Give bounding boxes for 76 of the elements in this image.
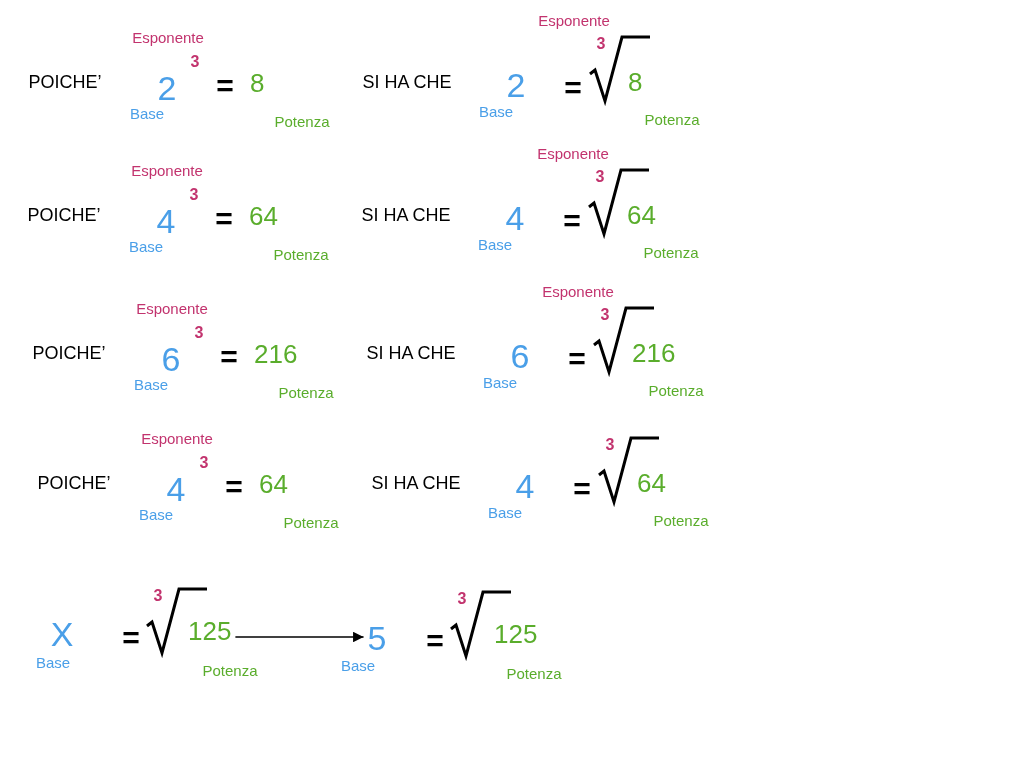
base-number: 2 [506,68,526,102]
base-number: 2 [157,71,177,105]
exponent-label: Esponente [131,162,203,178]
statement-text: POICHE’ [27,206,101,224]
root-index: 3 [595,169,605,185]
base-label: Base [487,504,523,520]
root-index: 3 [153,588,163,604]
exponent-label: Esponente [132,29,204,45]
base-label: Base [340,657,376,673]
equals-sign: = [122,623,140,653]
exponent-label: Esponente [141,430,213,446]
root-index: 3 [600,307,610,323]
power-label: Potenza [643,244,699,260]
equals-sign: = [216,71,234,101]
statement-text: POICHE’ [37,474,111,492]
base-number: 5 [367,621,387,655]
base-label: Base [478,103,514,119]
root-index: 3 [605,437,615,453]
power-number: 8 [250,70,265,96]
power-number: 125 [494,621,538,647]
base-label: Base [482,374,518,390]
power-number: 64 [627,202,656,228]
equals-sign: = [563,206,581,236]
power-label: Potenza [648,382,704,398]
equals-sign: = [573,474,591,504]
power-label: Potenza [644,111,700,127]
base-label: Base [35,654,71,670]
exponent-label: Esponente [136,300,208,316]
power-label: Potenza [653,512,709,528]
exponent-label: Esponente [542,283,614,299]
exponent-label: Esponente [537,145,609,161]
power-number: 125 [188,618,232,644]
power-number: 64 [637,470,666,496]
power-number: 216 [632,340,676,366]
statement-text: SI HA CHE [361,206,451,224]
base-number: 4 [515,469,535,503]
power-number: 64 [249,203,278,229]
exponent-number: 3 [199,455,209,471]
root-index: 3 [596,36,606,52]
exponent-number: 3 [189,187,199,203]
power-number: 64 [259,471,288,497]
base-number: 6 [161,342,181,376]
base-number: X [50,617,74,651]
equals-sign: = [426,626,444,656]
statement-text: SI HA CHE [366,344,456,362]
base-number: 4 [156,204,176,238]
base-label: Base [128,238,164,254]
root-index: 3 [457,591,467,607]
base-number: 4 [505,201,525,235]
power-label: Potenza [273,246,329,262]
exponent-label: Esponente [538,12,610,28]
base-label: Base [129,105,165,121]
base-label: Base [133,376,169,392]
statement-text: SI HA CHE [362,73,452,91]
equals-sign: = [215,204,233,234]
base-number: 4 [166,472,186,506]
base-label: Base [138,506,174,522]
equals-sign: = [225,472,243,502]
equals-sign: = [220,342,238,372]
power-label: Potenza [506,665,562,681]
power-number: 8 [628,69,643,95]
base-label: Base [477,236,513,252]
statement-text: POICHE’ [32,344,106,362]
equals-sign: = [564,73,582,103]
power-label: Potenza [278,384,334,400]
arrow [234,631,365,643]
base-number: 6 [510,339,530,373]
exponent-number: 3 [190,54,200,70]
power-label: Potenza [274,113,330,129]
power-label: Potenza [283,514,339,530]
power-number: 216 [254,341,298,367]
equals-sign: = [568,344,586,374]
statement-text: POICHE’ [28,73,102,91]
statement-text: SI HA CHE [371,474,461,492]
exponent-number: 3 [194,325,204,341]
power-label: Potenza [202,662,258,678]
